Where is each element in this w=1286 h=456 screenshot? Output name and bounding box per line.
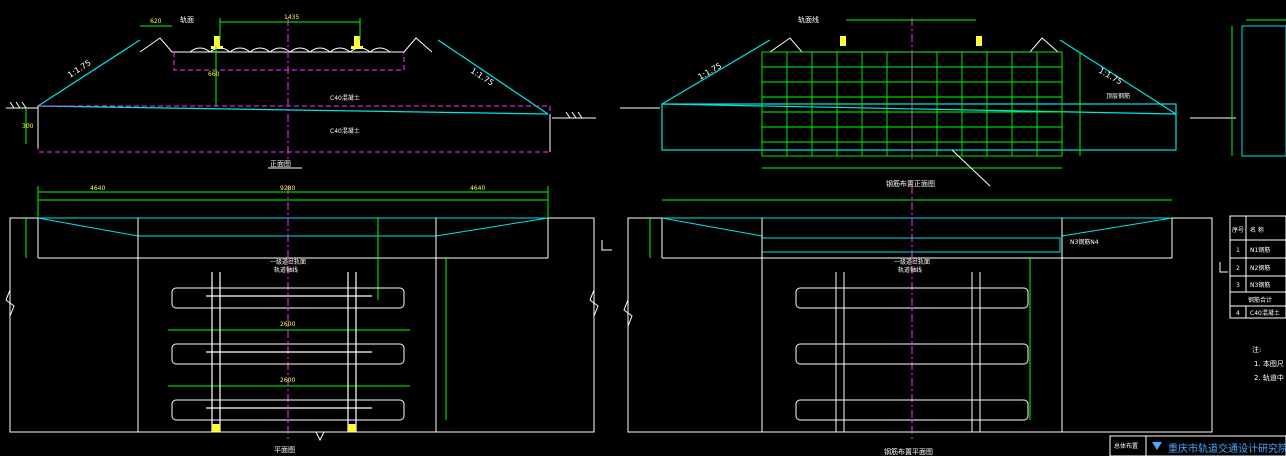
- slope-label-left: 1:1.75: [66, 58, 92, 79]
- rebar-plan-label-1: 一级道岔轨面: [894, 258, 930, 266]
- rebar-ballast: [769, 37, 1059, 53]
- ground-hatch-right: [552, 111, 596, 119]
- concrete-upper-label: C40混凝土: [330, 94, 360, 102]
- rebar-track-label: 轨面线: [798, 15, 819, 24]
- ballast-outline: [139, 37, 433, 53]
- company-name: 重庆市轨道交通设计研究院: [1168, 442, 1286, 455]
- track-label: 轨面: [180, 15, 194, 24]
- notes-heading: 注:: [1252, 345, 1261, 354]
- svg-text:9280: 9280: [280, 185, 295, 192]
- plan-inner: [37, 218, 549, 432]
- plan-view-title: 平面图: [274, 446, 295, 454]
- rebar-plan-label-2: 轨道轴线: [898, 266, 922, 274]
- rebar-front-view: 1:1.75 1:1.75 轨面线 顶层钢筋 钢筋布置正面图: [620, 15, 1236, 188]
- plan-dim-text: 4640 9280 4640 2600 2600: [90, 185, 485, 384]
- table-row-4-no: 4: [1236, 310, 1240, 317]
- rebar-slopes: [661, 39, 1177, 151]
- dimension-text: 1435 620 660 300: [22, 14, 299, 130]
- table-row-2-no: 2: [1236, 265, 1240, 272]
- svg-text:4640: 4640: [90, 185, 105, 192]
- break-lines: [5, 289, 599, 317]
- plan-view: 4640 9280 4640 2600 2600 一级道岔轨面 轨道轴线 平面图: [5, 185, 599, 454]
- plan-rails: [206, 272, 372, 432]
- table-grid: [1229, 215, 1286, 319]
- quantity-table: 序号 名 称 1 N1钢筋 2 N2钢筋 3 N3钢筋 钢筋合计 4 C40混凝…: [1229, 215, 1286, 319]
- concrete-lower-label: C40混凝土: [330, 127, 360, 135]
- rebar-ground-hatch: [620, 107, 1236, 119]
- table-row-1-name: N1钢筋: [1250, 246, 1270, 254]
- svg-text:300: 300: [22, 123, 34, 130]
- company-logo-icon: [1152, 442, 1162, 450]
- rebar-sleepers: [795, 272, 1029, 432]
- svg-text:660: 660: [208, 71, 220, 78]
- sleepers: [171, 287, 405, 421]
- leader-line: [951, 149, 991, 187]
- front-view-title: 正面图: [270, 160, 291, 168]
- embankment-slopes: [37, 39, 549, 115]
- ground-hatch-left: [6, 101, 38, 109]
- rebar-side-note: 顶层钢筋: [1106, 92, 1130, 100]
- rails: [211, 36, 363, 49]
- table-row-2-name: N2钢筋: [1250, 264, 1270, 272]
- title-block: 总体布置 重庆市轨道交通设计研究院: [1109, 435, 1286, 456]
- rebar-slope-left: 1:1.75: [697, 61, 724, 82]
- note-2: 2. 轨道中: [1254, 373, 1284, 382]
- rebar-plan-dims: [649, 199, 1172, 420]
- plan-rail-ends: [212, 424, 356, 432]
- dimensions: [25, 18, 361, 144]
- title-block-frame: [1109, 435, 1286, 456]
- svg-text:2600: 2600: [280, 321, 295, 328]
- table-subtotal: 钢筋合计: [1248, 296, 1272, 304]
- table-row-3-name: N3钢筋: [1250, 281, 1270, 289]
- plan-label-1: 一级道岔轨面: [270, 258, 306, 266]
- rebar-break-line: [623, 299, 633, 327]
- plan-label-2: 轨道轴线: [274, 266, 298, 274]
- rebar-plan-side-note: N3钢筋N4: [1070, 238, 1099, 246]
- rebar-plan-title: 钢筋布置平面图: [884, 447, 933, 456]
- rebar-dims: [762, 19, 1081, 169]
- svg-text:4640: 4640: [470, 185, 485, 192]
- rebar-plan-slopes: [661, 217, 1173, 253]
- notes: 注: 1. 本图尺 2. 轨道中: [1252, 345, 1284, 382]
- side-outline: [1241, 25, 1286, 157]
- rebar-plan-view: 一级道岔轨面 轨道轴线 N3钢筋N4 钢筋布置平面图: [623, 186, 1213, 456]
- svg-text:620: 620: [150, 18, 162, 25]
- svg-text:2600: 2600: [280, 377, 295, 384]
- plan-slope-lines: [37, 217, 549, 237]
- table-header-no: 序号: [1232, 226, 1244, 234]
- plan-dims: [25, 186, 549, 420]
- table-header-name: 名 称: [1250, 226, 1264, 234]
- side-detail: [1231, 19, 1286, 157]
- note-1: 1. 本图尺: [1254, 359, 1284, 368]
- title-block-label: 总体布置: [1114, 442, 1138, 450]
- rebar-slope-right: 1:1.75: [1097, 66, 1124, 87]
- rebar-rails: [840, 36, 982, 46]
- rebar-plan-inner: [661, 218, 1173, 432]
- table-row-1-no: 1: [1236, 247, 1240, 254]
- svg-text:1435: 1435: [284, 14, 299, 21]
- side-dims: [1231, 19, 1286, 156]
- misc-markers: [315, 240, 1228, 442]
- table-row-4-name: C40混凝土: [1250, 309, 1280, 317]
- table-row-3-no: 3: [1236, 282, 1240, 289]
- rebar-front-title: 钢筋布置正面图: [886, 179, 935, 188]
